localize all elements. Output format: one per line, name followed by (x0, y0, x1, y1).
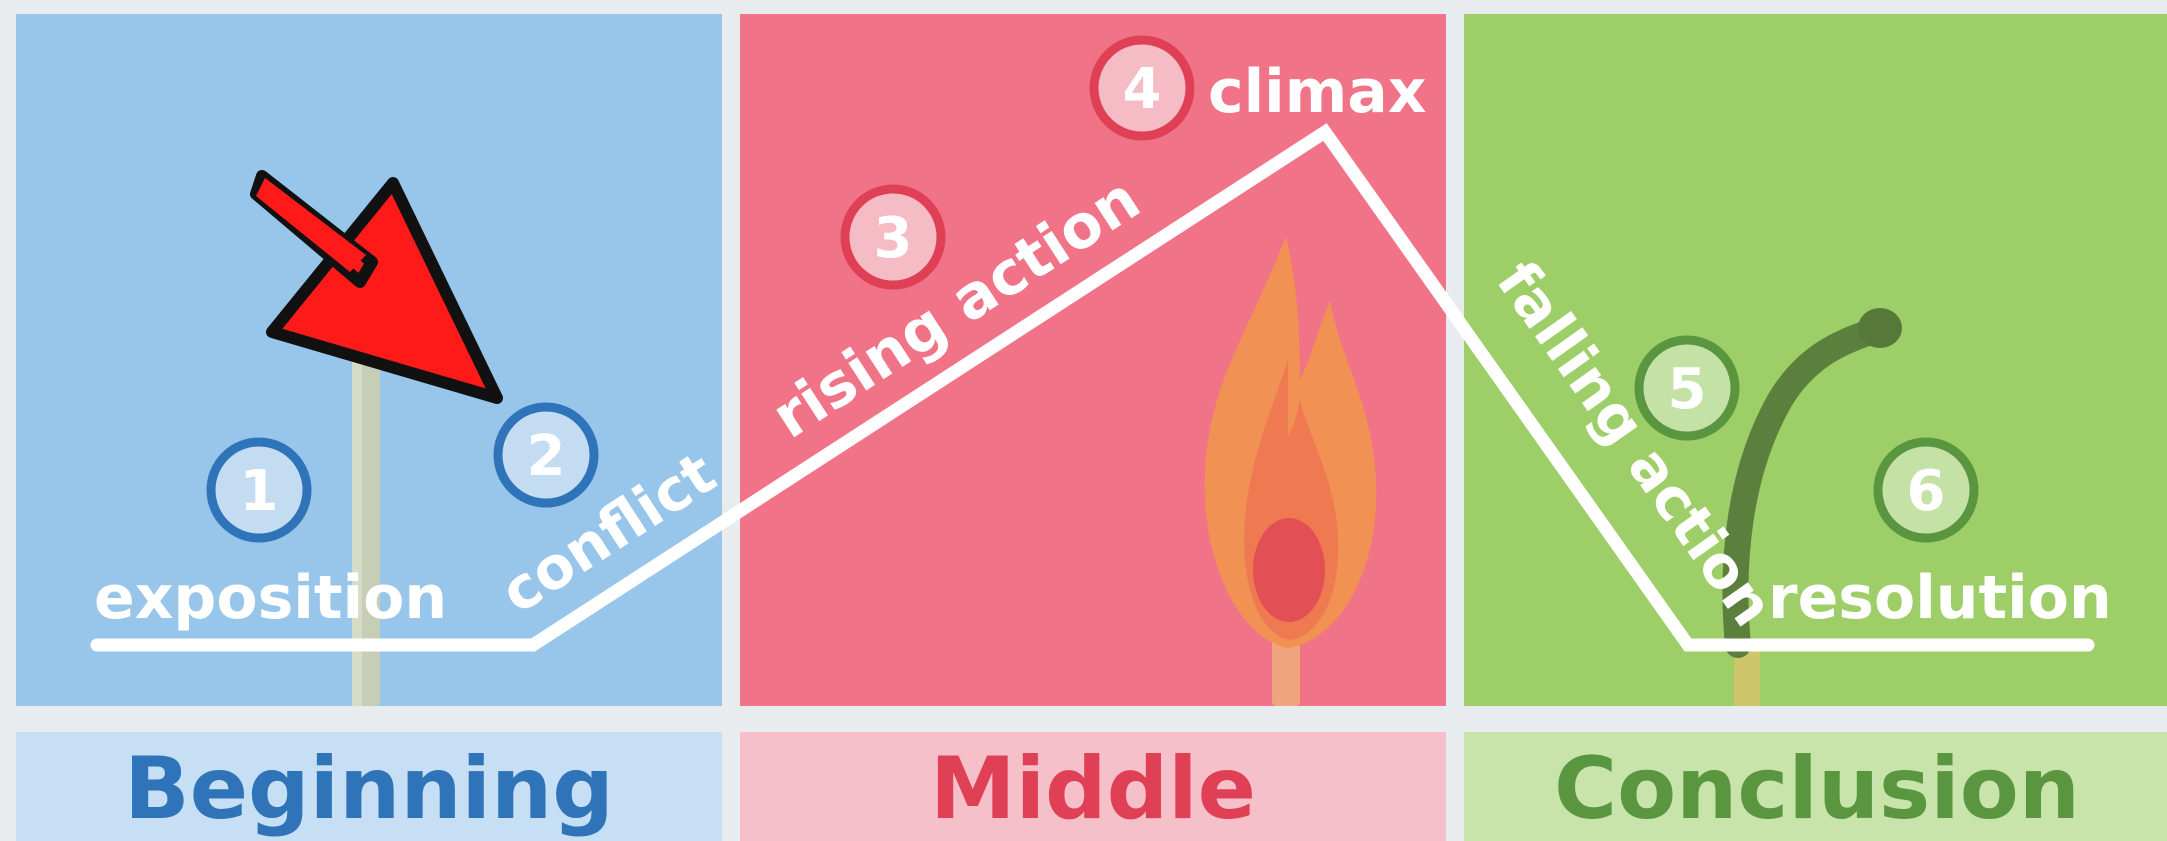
step-3-badge: 3 (845, 189, 941, 285)
step-6-badge: 6 (1878, 442, 1974, 538)
conclusion-section: Conclusion (1464, 14, 2167, 841)
step-3-number: 3 (874, 206, 913, 271)
step-6-label: resolution (1768, 563, 2112, 633)
step-6-number: 6 (1907, 459, 1946, 524)
step-2-number: 2 (527, 424, 566, 489)
step-4-label: climax (1208, 57, 1426, 127)
conclusion-label: Conclusion (1554, 739, 2080, 839)
middle-label: Middle (930, 739, 1256, 839)
unlit-match-icon (352, 360, 380, 706)
step-1-label: exposition (94, 563, 447, 633)
step-4-number: 4 (1123, 57, 1162, 122)
step-2-badge: 2 (498, 407, 594, 503)
step-1-badge: 1 (211, 442, 307, 538)
beginning-label: Beginning (124, 739, 614, 839)
step-1-number: 1 (240, 459, 279, 524)
step-5-number: 5 (1668, 357, 1707, 422)
step-4-badge: 4 (1094, 40, 1190, 136)
